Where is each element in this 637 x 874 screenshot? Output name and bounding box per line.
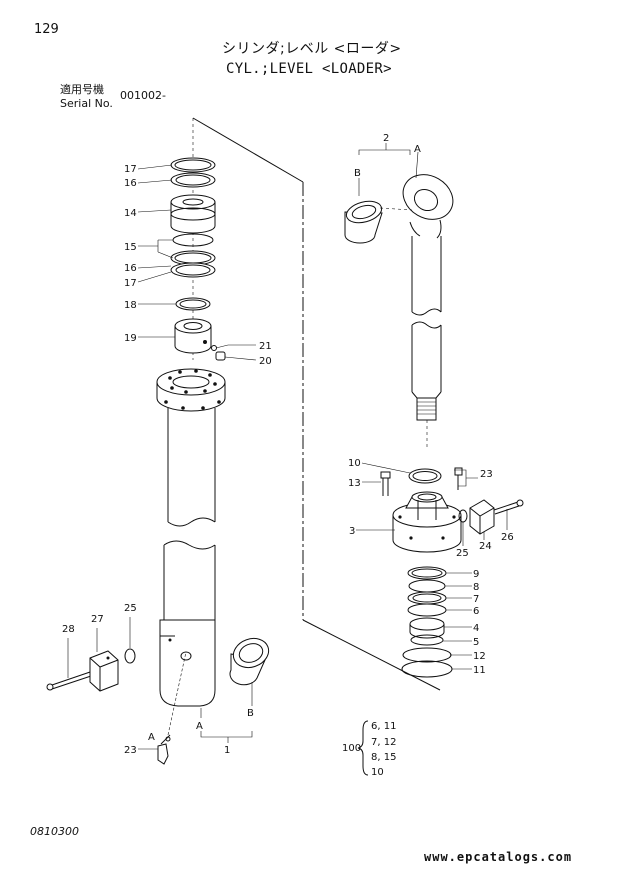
callout-6: 6 [473,606,479,617]
kit-item-4: 10 [371,767,384,778]
callout-26: 26 [501,532,514,543]
watermark: www.epcatalogs.com [424,850,573,864]
callout-25-right: 25 [456,548,469,559]
title-english: CYL.;LEVEL <LOADER> [226,61,392,77]
callout-20: 20 [259,356,272,367]
callout-8: 8 [473,582,479,593]
callout-23-right: 23 [480,469,493,480]
callout-28: 28 [62,624,75,635]
title-japanese: シリンダ;レベル <ローダ> [222,41,402,57]
kit-item-2: 7, 12 [371,737,396,748]
callout-a-small: A [148,732,155,743]
page-number: 129 [34,22,59,37]
piston-rod [402,174,454,450]
seal-ring-stack [401,566,453,678]
callout-4: 4 [473,623,479,634]
bushing-lower [229,637,270,686]
leader-lines [67,143,508,776]
callout-b-top: B [354,168,361,179]
kit-item-1: 6, 11 [371,721,396,732]
bushing-upper [344,200,413,244]
callout-7: 7 [473,594,479,605]
cylinder-tube [156,368,226,707]
callout-5: 5 [473,637,479,648]
kit-item-3: 8, 15 [371,752,396,763]
serial-label-english: Serial No. [60,97,113,110]
callout-10: 10 [348,458,361,469]
serial-value: 001002- [120,89,166,102]
callout-b-bottom: B [247,708,254,719]
callout-14: 14 [124,208,137,219]
callout-16b: 16 [124,263,137,274]
callout-labels: 17 16 14 15 16 17 18 19 21 20 2 A B 10 1… [62,133,514,778]
kit-number: 100 [342,743,361,754]
callout-1: 1 [224,745,230,756]
callout-3: 3 [349,526,355,537]
drawing-code: 0810300 [30,825,79,838]
callout-2: 2 [383,133,389,144]
callout-15: 15 [124,242,137,253]
left-fittings [46,648,171,765]
callout-a-top: A [414,144,421,155]
callout-17b: 17 [124,278,137,289]
callout-16a: 16 [124,178,137,189]
callout-27: 27 [91,614,104,625]
callout-25-left: 25 [124,603,137,614]
callout-19: 19 [124,333,137,344]
callout-a-bottom: A [196,721,203,732]
callout-13: 13 [348,478,361,489]
callout-11: 11 [473,665,486,676]
callout-17a: 17 [124,164,137,175]
serial-label-japanese: 適用号機 [60,83,104,96]
callout-24: 24 [479,541,492,552]
callout-9: 9 [473,569,479,580]
left-parts-stack [170,118,226,361]
gland-head [380,467,524,553]
assembly-guide-line [192,117,441,691]
callout-23-left: 23 [124,745,137,756]
callout-18: 18 [124,300,137,311]
callout-21: 21 [259,341,272,352]
callout-12: 12 [473,651,486,662]
